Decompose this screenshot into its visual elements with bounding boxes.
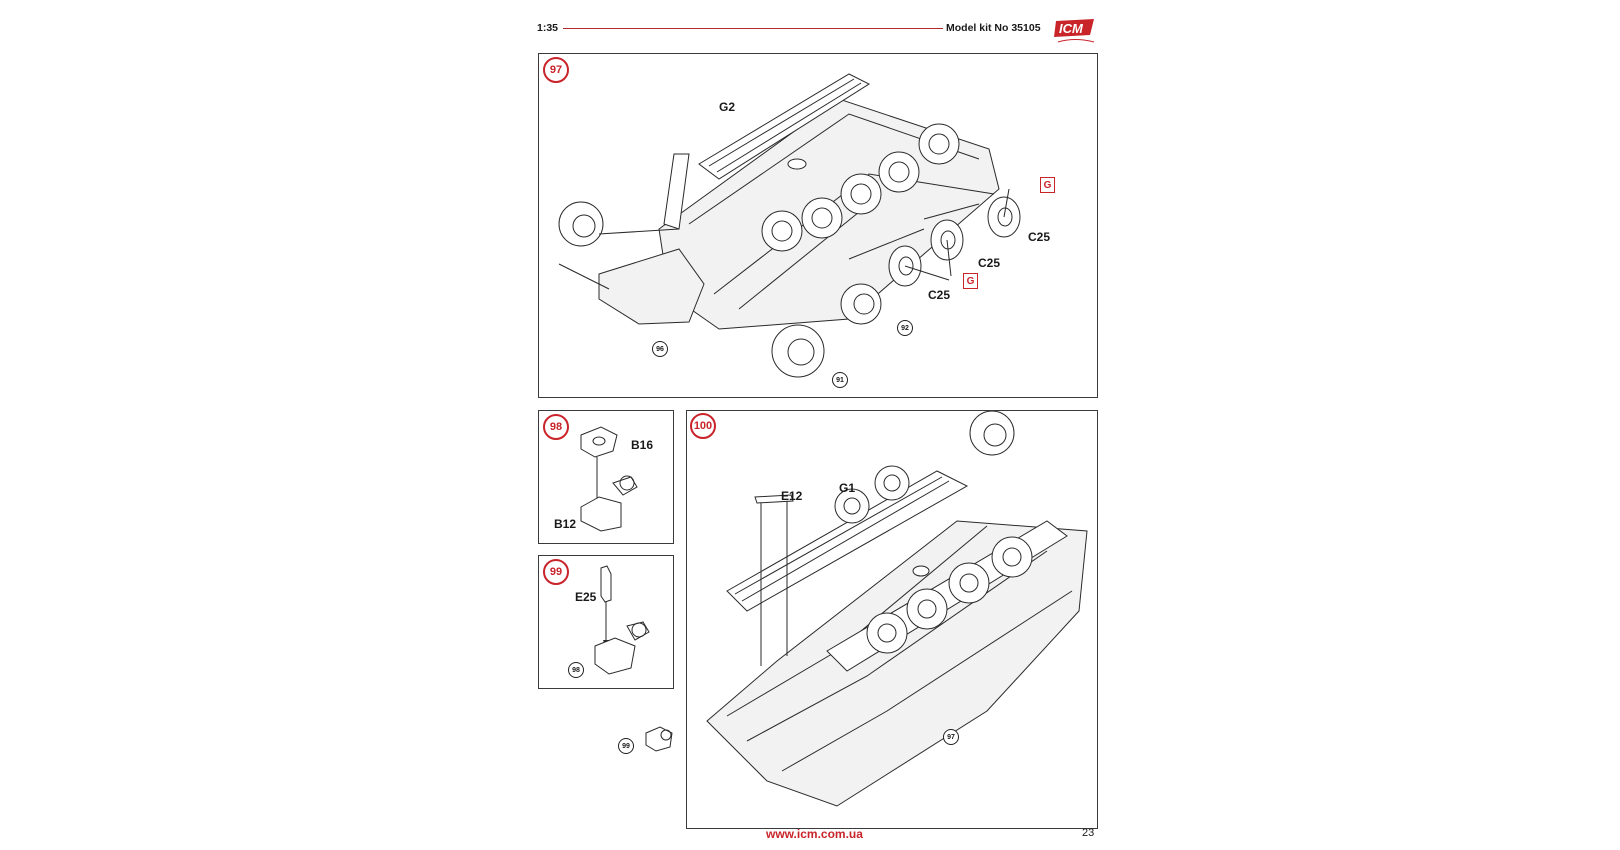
part-label-c25-a: C25 — [1028, 230, 1051, 244]
step-99-drawing — [594, 565, 650, 675]
scale-label: 1:35 — [537, 22, 559, 34]
pipe-e25-illustration — [600, 565, 612, 603]
ref-step-98: 98 — [568, 662, 584, 678]
front-tires-illustration — [558, 201, 882, 378]
front-axle-illustration — [558, 228, 705, 325]
part-label-e12: E12 — [781, 489, 803, 503]
part-e12-illustration — [754, 494, 794, 666]
header-rule — [563, 28, 943, 29]
bracket-b16-illustration — [580, 426, 618, 458]
part-label-e25: E25 — [575, 590, 597, 604]
step-100-badge: 100 — [690, 413, 716, 439]
step-97-drawing — [558, 73, 1021, 378]
leader-lines — [848, 188, 1010, 281]
part-label-g2: G2 — [719, 100, 736, 114]
step-100-drawing — [706, 411, 1088, 807]
track-g2-illustration — [663, 73, 871, 230]
part-label-g1: G1 — [839, 481, 856, 495]
part-label-c25-b: C25 — [978, 256, 1001, 270]
ref-step-97: 97 — [943, 729, 959, 745]
road-wheels-underside-illustration — [834, 465, 1033, 654]
ref-step-91: 91 — [832, 372, 848, 388]
bracket-assembly-illustration — [594, 621, 650, 675]
icm-logo-icon: ICM — [1054, 19, 1095, 43]
page-number: 23 — [1082, 827, 1095, 839]
svg-text:ICM: ICM — [1059, 21, 1084, 36]
step-98-badge: 98 — [543, 414, 569, 440]
part-label-c25-c: C25 — [928, 288, 951, 302]
road-wheels-illustration — [761, 123, 960, 252]
bracket-b12-illustration — [580, 475, 638, 532]
ref-step-96: 96 — [652, 341, 668, 357]
step-100-panel: E12 G1 97 — [686, 410, 1098, 829]
part-label-b16: B16 — [631, 438, 654, 452]
step-98-panel: 98 B16 B12 — [538, 410, 674, 544]
step-97-badge: 97 — [543, 57, 569, 83]
step-97-panel: 97 G2 G C25 C25 G C25 96 92 91 — [538, 53, 1098, 398]
ref-step-92: 92 — [897, 320, 913, 336]
step-98-drawing — [580, 426, 638, 532]
front-tire-underside-illustration — [969, 411, 1015, 456]
icm-logo: ICM — [1050, 15, 1100, 49]
sprue-g-top: G — [1040, 177, 1055, 193]
part-label-b12: B12 — [554, 517, 577, 531]
part-99-placement-illustration — [645, 726, 673, 752]
step-99-badge: 99 — [543, 559, 569, 585]
footer-website[interactable]: www.icm.com.ua — [766, 827, 863, 841]
ref-step-99: 99 — [618, 738, 634, 754]
sprue-g-bottom: G — [963, 273, 978, 289]
step-99-panel: 99 E25 98 — [538, 555, 674, 689]
kit-number: Model kit No 35105 — [946, 22, 1041, 34]
